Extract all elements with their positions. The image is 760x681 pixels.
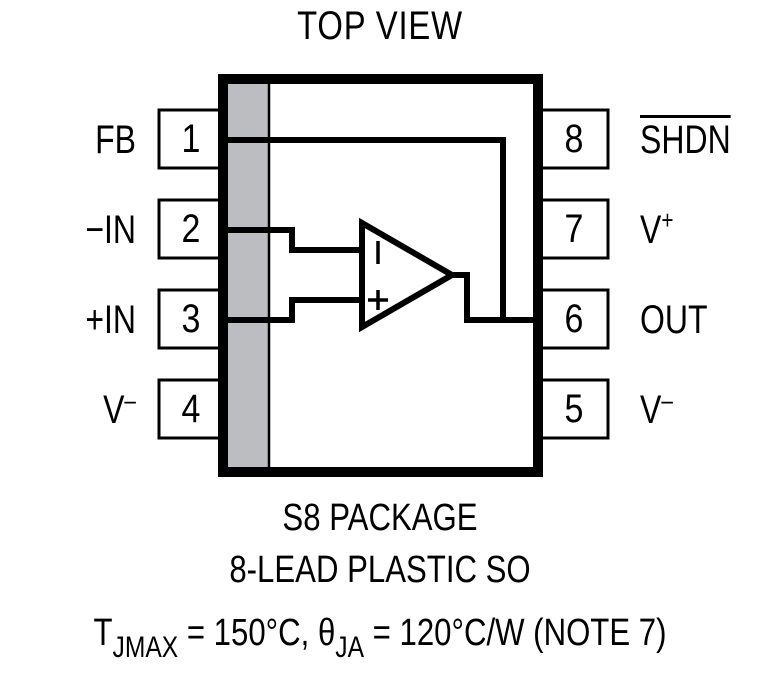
pin-box-2 xyxy=(157,198,225,260)
pin-number-7: 7 xyxy=(564,207,584,251)
right-pin-boxes xyxy=(538,108,610,440)
thermal-spec: TJMAX = 150°C, θJA = 120°C/W (NOTE 7) xyxy=(93,612,667,664)
pin-label-v-minus-right: V– xyxy=(640,385,673,432)
pin-label-inverting-input: −IN xyxy=(85,208,136,252)
pin-label-noninverting-input: +IN xyxy=(85,298,136,342)
package-name: S8 PACKAGE xyxy=(282,497,478,539)
pin-box-3 xyxy=(157,288,225,350)
pin-label-out: OUT xyxy=(640,298,708,342)
pin-box-7 xyxy=(538,198,610,260)
pin-label-fb: FB xyxy=(95,118,136,162)
pin-box-4 xyxy=(157,378,225,440)
pin-box-6 xyxy=(538,288,610,350)
trace-inverting-input xyxy=(228,227,362,253)
pin-label-shdn: SHDN xyxy=(640,118,731,162)
pin-label-v-plus: V+ xyxy=(640,205,674,252)
pin-number-2: 2 xyxy=(181,207,201,251)
pin-label-v-minus-left: V– xyxy=(103,385,136,432)
pin-number-5: 5 xyxy=(564,387,584,431)
pin-number-8: 8 xyxy=(564,117,584,161)
package-description: 8-LEAD PLASTIC SO xyxy=(229,549,531,591)
trace-fb xyxy=(228,137,506,320)
trace-output xyxy=(452,272,538,323)
pin-number-1: 1 xyxy=(181,117,201,161)
pin-box-1 xyxy=(157,108,225,170)
pin-number-6: 6 xyxy=(564,297,584,341)
trace-noninverting-input xyxy=(228,297,362,323)
internal-traces xyxy=(228,137,538,323)
diagram-title: TOP VIEW xyxy=(297,4,463,48)
package-strip xyxy=(228,84,268,467)
pin-number-3: 3 xyxy=(181,297,201,341)
pin-box-8 xyxy=(538,108,610,170)
left-pin-boxes xyxy=(157,108,225,440)
pin-number-4: 4 xyxy=(181,387,201,431)
